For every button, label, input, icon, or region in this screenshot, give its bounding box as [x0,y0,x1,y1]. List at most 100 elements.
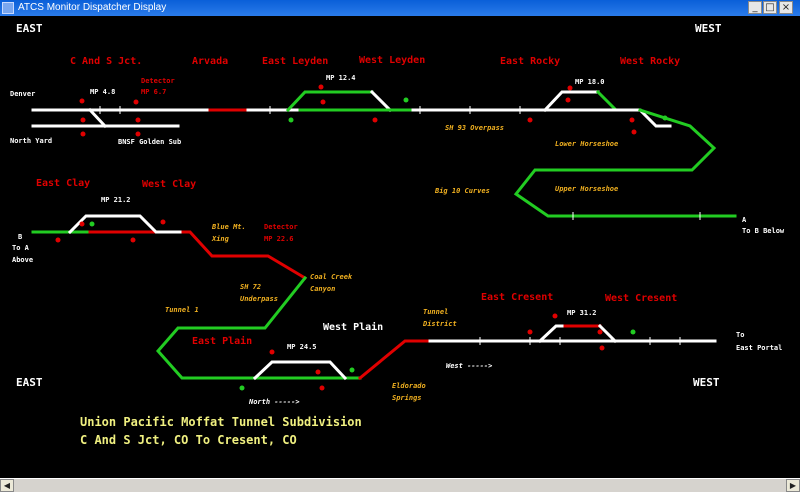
signal-icon[interactable] [89,221,95,227]
east-header-bottom: EAST [16,376,43,389]
place-label: To B Below [742,227,785,235]
detector-label: Detector [141,77,175,85]
signal-icon[interactable] [130,237,136,243]
signal-icon[interactable] [160,219,166,225]
track-leyden-siding [285,90,374,113]
subdivision-subtitle: C And S Jct, CO To Cresent, CO [80,433,297,447]
place-label: To A [12,244,30,252]
signal-icon[interactable] [135,131,141,137]
close-button[interactable]: × [779,1,793,14]
note-label: Eldorado [392,382,426,390]
place-label: East Portal [736,344,782,352]
detector-label: Detector [264,223,298,231]
signals [55,84,668,391]
signal-icon[interactable] [403,97,409,103]
signal-icon[interactable] [631,129,637,135]
station-label: Arvada [192,56,228,67]
maximize-button[interactable]: □ [763,1,777,14]
scroll-left-button[interactable]: ◀ [0,479,14,492]
place-label: Denver [10,90,35,98]
track-plain-siding [252,360,348,381]
milepost-label: MP 18.0 [575,78,605,86]
track-cresent-siding-end [597,323,618,344]
signal-icon[interactable] [133,99,139,105]
note-label: SH 72 [240,283,261,291]
place-label: B [18,233,22,241]
note-label: Lower Horseshoe [555,140,618,148]
note-label: Blue Mt. [211,223,246,231]
signal-icon[interactable] [269,349,275,355]
detector-label: MP 22.6 [264,235,294,243]
track-leyden-siding-end [369,89,393,113]
direction-north: North -----> [248,398,300,406]
station-label: West Cresent [605,293,677,304]
detector-label: MP 6.7 [141,88,166,96]
east-header-top: EAST [16,22,43,35]
note-label: Springs [392,394,422,402]
track-rocky-main [558,108,672,128]
direction-west: West -----> [446,362,492,370]
signal-icon[interactable] [552,313,558,319]
subdivision-title: Union Pacific Moffat Tunnel Subdivision [80,415,362,429]
signal-icon[interactable] [527,117,533,123]
track-rocky-siding-green [595,89,642,112]
signal-icon[interactable] [135,117,141,123]
signal-icon[interactable] [319,385,325,391]
station-label: East Rocky [500,56,560,67]
track-clay-siding [67,214,182,235]
station-label: West Clay [142,179,196,190]
signal-icon[interactable] [320,99,326,105]
note-label: Big 10 Curves [434,187,490,195]
signal-icon[interactable] [662,115,668,121]
signal-icon[interactable] [629,117,635,123]
station-label: East Leyden [262,56,328,67]
milepost-label: MP 24.5 [287,343,317,351]
track-horseshoe [513,108,737,218]
signal-icon[interactable] [239,385,245,391]
track-eldorado [357,339,432,381]
track-coal-creek [156,275,308,380]
place-label: BNSF Golden Sub [118,138,181,146]
station-label: East Cresent [481,292,553,303]
note-label: Canyon [310,285,335,293]
signal-icon[interactable] [630,329,636,335]
note-label: SH 93 Overpass [445,124,504,132]
track-golden-sub [87,107,108,129]
signal-icon[interactable] [567,85,573,91]
signal-icon[interactable] [565,97,571,103]
milepost-label: MP 31.2 [567,309,597,317]
signal-icon[interactable] [79,221,85,227]
dispatcher-canvas: EAST WEST EAST WEST C And S Jct. Arvada … [0,16,800,478]
signal-icon[interactable] [315,369,321,375]
station-label: East Plain [192,335,252,347]
note-label: Tunnel [423,308,448,316]
signal-icon[interactable] [79,98,85,104]
station-label: West Rocky [620,56,680,67]
place-label: North Yard [10,137,52,145]
minimize-button[interactable]: _ [748,1,762,14]
track-diagram: EAST WEST EAST WEST C And S Jct. Arvada … [10,22,785,447]
signal-icon[interactable] [599,345,605,351]
station-label: West Plain [323,321,383,333]
signal-icon[interactable] [527,329,533,335]
app-icon [2,2,14,14]
place-label: Above [12,256,33,264]
note-label: Coal Creek [310,273,353,281]
signal-icon[interactable] [318,84,324,90]
signal-icon[interactable] [80,117,86,123]
signal-icon[interactable] [80,131,86,137]
signal-icon[interactable] [597,329,603,335]
track-cresent-siding [537,324,567,344]
track-rocky-siding [542,90,600,113]
note-label: Upper Horseshoe [555,185,618,193]
scroll-right-button[interactable]: ▶ [786,479,800,492]
milepost-label: MP 12.4 [326,74,356,82]
signal-icon[interactable] [55,237,61,243]
signal-icon[interactable] [372,117,378,123]
signal-icon[interactable] [349,367,355,373]
milepost-label: MP 21.2 [101,196,131,204]
place-label: To [736,331,744,339]
horizontal-scrollbar[interactable]: ◀ ▶ [0,478,800,492]
milepost-label: MP 4.8 [90,88,115,96]
signal-icon[interactable] [288,117,294,123]
